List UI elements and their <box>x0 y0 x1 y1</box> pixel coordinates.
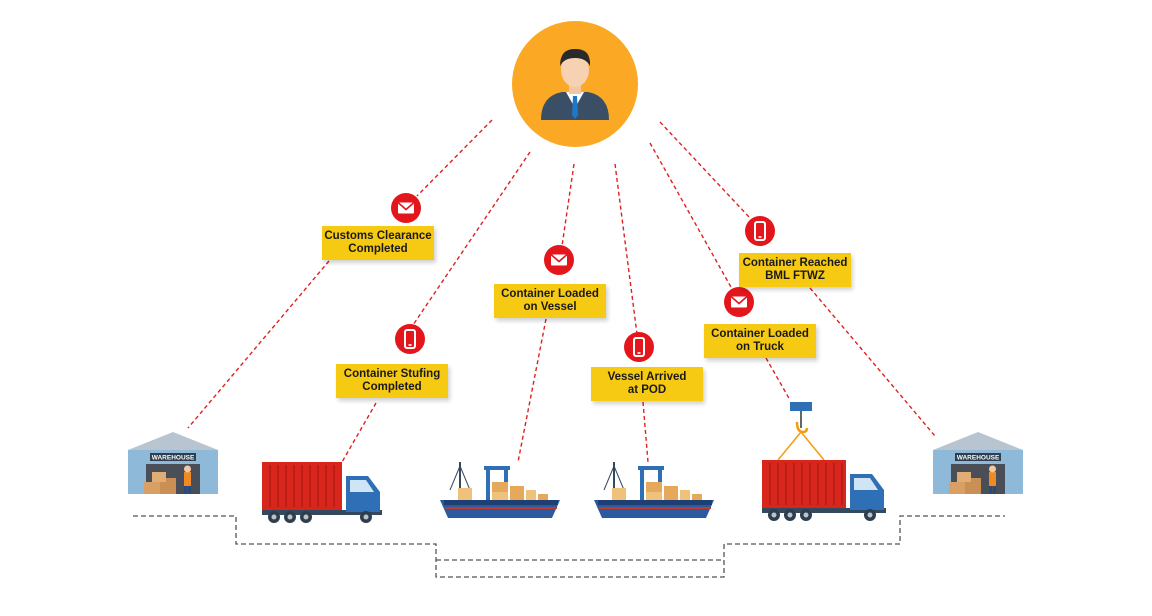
event-label-line2: on Truck <box>736 341 784 353</box>
event-badge <box>624 332 654 362</box>
ground-route <box>133 515 1005 578</box>
connector-line <box>187 260 330 429</box>
connector-line <box>642 401 649 463</box>
event-label-line2: Completed <box>362 381 422 393</box>
event-label-loaded-on-truck: Container Loaded on Truck <box>704 324 816 358</box>
connector-line <box>517 318 547 463</box>
event-label-reached-bml-ftwz: Container Reached BML FTWZ <box>739 253 851 287</box>
connector-line <box>659 121 751 219</box>
event-badge <box>391 193 421 223</box>
event-label-vessel-arrived: Vessel Arrived at POD <box>591 367 703 401</box>
mail-icon <box>397 201 415 215</box>
connector-lines <box>187 119 936 463</box>
event-badge <box>544 245 574 275</box>
event-label-line2: Completed <box>348 243 408 255</box>
event-badge <box>724 287 754 317</box>
event-label-loaded-on-vessel: Container Loaded on Vessel <box>494 284 606 318</box>
warehouse-sign: WAREHOUSE <box>957 455 1000 462</box>
warehouse-icon: WAREHOUSE <box>128 432 218 494</box>
event-badge <box>745 216 775 246</box>
event-label-line2: BML FTWZ <box>765 270 825 282</box>
event-badge <box>395 324 425 354</box>
event-label-line1: Container Reached <box>742 257 848 269</box>
event-label-customs-clearance: Customs Clearance Completed <box>322 226 434 260</box>
event-label-line1: Customs Clearance <box>324 230 432 242</box>
warehouse-icon: WAREHOUSE <box>933 432 1023 494</box>
event-label-line2: on Vessel <box>523 301 577 313</box>
connector-line <box>341 402 377 463</box>
connector-line <box>614 163 638 335</box>
crane-truck-icon <box>762 402 886 521</box>
event-label-line1: Vessel Arrived <box>607 371 687 383</box>
warehouse-sign: WAREHOUSE <box>152 455 195 462</box>
mail-icon <box>550 253 568 267</box>
event-label-line1: Container Loaded <box>501 288 599 300</box>
cargo-ship-icon <box>594 462 714 518</box>
customer-avatar <box>512 21 638 147</box>
businessman-avatar-icon <box>541 48 609 120</box>
connector-line <box>765 357 791 401</box>
mail-icon <box>730 295 748 309</box>
connector-line <box>649 142 737 297</box>
event-label-line2: at POD <box>627 384 667 396</box>
event-label-container-stuffing: Container Stufing Completed <box>336 364 448 398</box>
connector-line <box>416 119 493 197</box>
connector-line <box>561 163 575 247</box>
container-truck-icon <box>262 462 382 523</box>
connector-line <box>809 287 936 437</box>
event-label-line1: Container Loaded <box>711 328 809 340</box>
event-label-line1: Container Stufing <box>343 368 441 380</box>
cargo-ship-icon <box>440 462 560 518</box>
